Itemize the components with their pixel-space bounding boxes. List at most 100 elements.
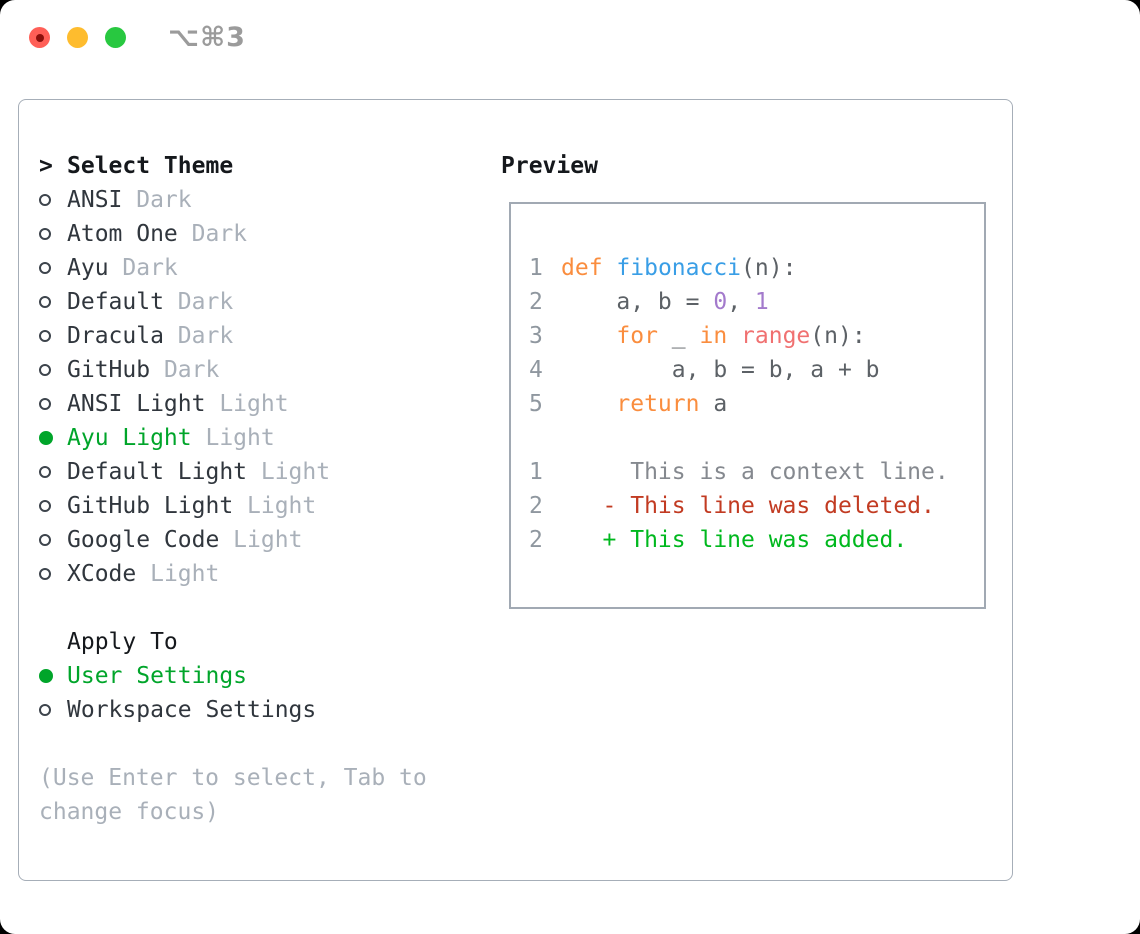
spacer xyxy=(39,727,479,761)
code-token: _ xyxy=(657,323,700,349)
line-number: 5 xyxy=(529,391,543,417)
theme-variant: Dark xyxy=(150,357,220,383)
radio-selected-icon xyxy=(39,669,53,683)
diff-text: - This line was deleted. xyxy=(561,493,935,519)
theme-option[interactable]: Ayu Dark xyxy=(39,251,479,285)
theme-name: Ayu Light xyxy=(67,425,192,451)
code-token: (n): xyxy=(810,323,866,349)
code-token: (n): xyxy=(741,255,797,281)
select-theme-header: > Select Theme xyxy=(39,149,479,183)
code-token: range xyxy=(741,323,811,349)
code-line: 4 a, b = b, a + b xyxy=(529,353,984,387)
theme-variant: Light xyxy=(136,561,220,587)
theme-name: Default xyxy=(67,289,164,315)
theme-variant: Dark xyxy=(163,323,234,349)
theme-name: Dracula xyxy=(67,323,164,349)
radio-unselected-icon xyxy=(39,296,51,308)
code-token: in xyxy=(699,323,728,349)
code-token: a, b = xyxy=(561,289,714,315)
theme-name: ANSI xyxy=(67,187,123,213)
radio-gutter xyxy=(39,500,67,512)
code-line: 3 for _ in range(n): xyxy=(529,319,984,353)
code-token: for xyxy=(616,323,658,349)
spacer xyxy=(39,591,479,625)
radio-gutter xyxy=(39,534,67,546)
radio-gutter xyxy=(39,398,67,410)
theme-option[interactable]: Google Code Light xyxy=(39,523,479,557)
code-token: def xyxy=(561,255,603,281)
line-number: 3 xyxy=(529,323,543,349)
radio-gutter xyxy=(39,704,67,716)
theme-option[interactable]: Ayu Light Light xyxy=(39,421,479,455)
theme-variant: Light xyxy=(191,425,275,451)
radio-unselected-icon xyxy=(39,568,51,580)
theme-option[interactable]: Default Light Light xyxy=(39,455,479,489)
code-token: 0 xyxy=(713,289,728,315)
theme-variant: Light xyxy=(205,391,289,417)
theme-option[interactable]: Default Dark xyxy=(39,285,479,319)
theme-name: GitHub Light xyxy=(67,493,234,519)
theme-option[interactable]: GitHub Light Light xyxy=(39,489,479,523)
theme-option[interactable]: Atom One Dark xyxy=(39,217,479,251)
radio-unselected-icon xyxy=(39,704,51,716)
radio-unselected-icon xyxy=(39,500,51,512)
code-token: return xyxy=(616,391,700,417)
radio-gutter xyxy=(39,466,67,478)
line-number: 4 xyxy=(529,357,543,383)
radio-gutter xyxy=(39,364,67,376)
radio-unselected-icon xyxy=(39,194,51,206)
code-token: , xyxy=(727,289,755,315)
radio-unselected-icon xyxy=(39,364,51,376)
theme-variant: Dark xyxy=(163,289,234,315)
radio-gutter xyxy=(39,431,67,445)
window-title: ⌥⌘3 xyxy=(168,22,246,53)
diff-text: + This line was added. xyxy=(561,527,908,553)
theme-name: Default Light xyxy=(67,459,248,485)
theme-option[interactable]: ANSI Dark xyxy=(39,183,479,217)
apply-option[interactable]: Workspace Settings xyxy=(39,693,479,727)
edited-indicator-dot xyxy=(35,33,44,42)
blank-line xyxy=(529,421,984,455)
theme-option[interactable]: Dracula Dark xyxy=(39,319,479,353)
radio-selected-icon xyxy=(39,431,53,445)
theme-option[interactable]: GitHub Dark xyxy=(39,353,479,387)
cursor-indicator: > xyxy=(39,153,53,179)
apply-option-label: Workspace Settings xyxy=(67,697,317,723)
diff-line-deleted: 2 - This line was deleted. xyxy=(529,489,984,523)
code-token xyxy=(727,323,741,349)
close-button[interactable] xyxy=(29,27,50,48)
radio-gutter xyxy=(39,296,67,308)
apply-option[interactable]: User Settings xyxy=(39,659,479,693)
apply-to-header: Apply To xyxy=(39,625,479,659)
diff-line-added: 2 + This line was added. xyxy=(529,523,984,557)
diff-sample: 1 This is a context line.2 - This line w… xyxy=(529,455,984,557)
code-token: 1 xyxy=(754,289,769,315)
titlebar: ⌥⌘3 xyxy=(0,0,1140,74)
theme-name: Google Code xyxy=(67,527,220,553)
code-line: 2 a, b = 0, 1 xyxy=(529,285,984,319)
minimize-button[interactable] xyxy=(67,27,88,48)
line-number: 2 xyxy=(529,289,543,315)
theme-option[interactable]: XCode Light xyxy=(39,557,479,591)
theme-name: ANSI Light xyxy=(67,391,206,417)
radio-gutter xyxy=(39,194,67,206)
theme-variant: Dark xyxy=(177,221,248,247)
line-number: 2 xyxy=(529,493,543,519)
theme-variant: Light xyxy=(219,527,303,553)
apply-option-label: User Settings xyxy=(67,663,248,689)
radio-unselected-icon xyxy=(39,466,51,478)
diff-line-context: 1 This is a context line. xyxy=(529,455,984,489)
code-line: 5 return a xyxy=(529,387,984,421)
radio-unselected-icon xyxy=(39,228,51,240)
radio-unselected-icon xyxy=(39,398,51,410)
zoom-button[interactable] xyxy=(105,27,126,48)
radio-gutter xyxy=(39,568,67,580)
theme-option[interactable]: ANSI Light Light xyxy=(39,387,479,421)
